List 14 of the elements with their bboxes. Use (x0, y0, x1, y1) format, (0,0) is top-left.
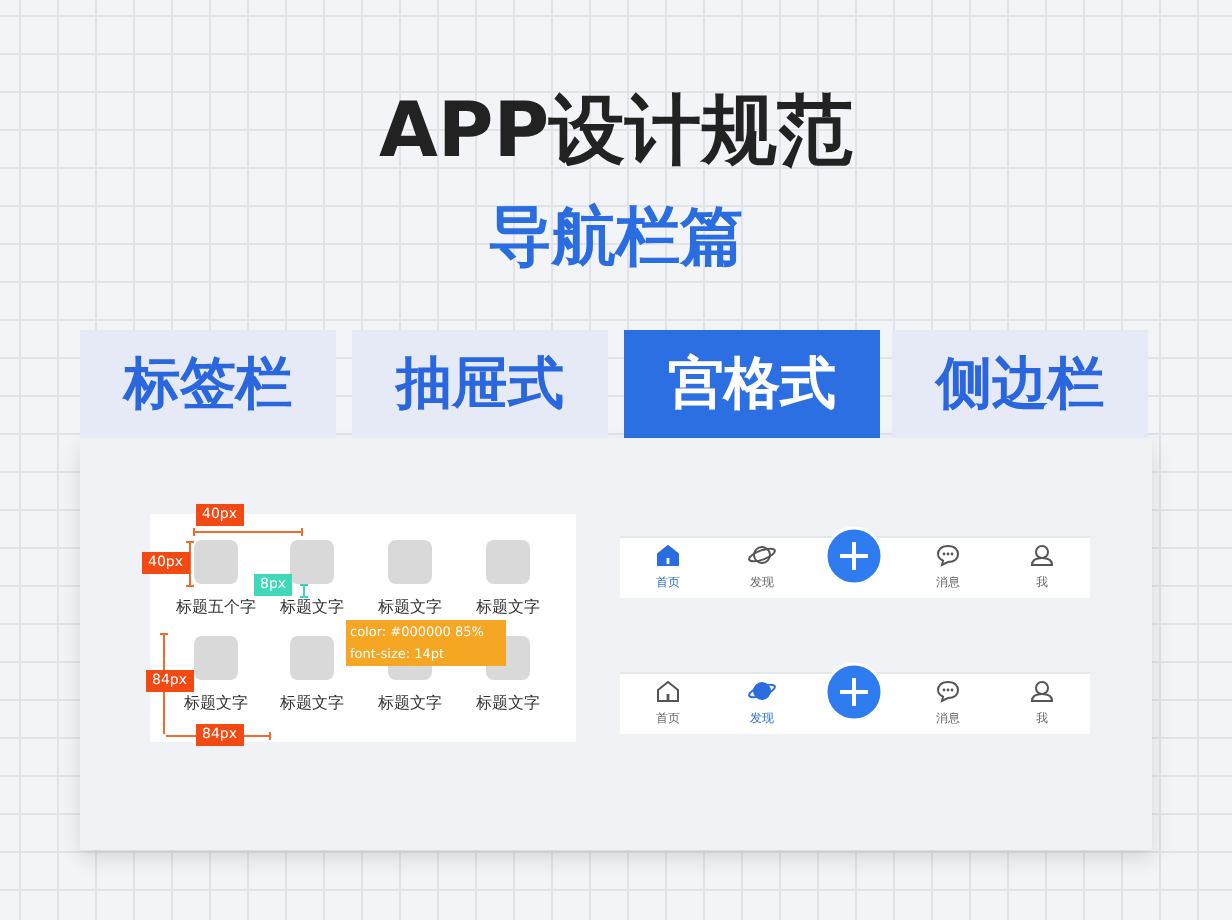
item-caption: 标题文字 (280, 696, 344, 712)
item-caption: 标题文字 (476, 600, 540, 616)
tab: 抽屉式 (352, 330, 608, 438)
item-caption: 标题五个字 (176, 600, 256, 616)
item-caption: 标题文字 (280, 600, 344, 616)
item-caption: 标题文字 (184, 696, 248, 712)
item-caption: 标题文字 (378, 696, 442, 712)
tab: 标签栏 (80, 330, 336, 438)
item-caption: 标题文字 (476, 696, 540, 712)
tab: 侧边栏 (892, 330, 1148, 438)
tab: 宫格式 (624, 330, 880, 438)
item-caption: 标题文字 (378, 600, 442, 616)
subtitle: 导航栏篇 (486, 204, 746, 268)
title: APP设计规范 (376, 92, 856, 168)
